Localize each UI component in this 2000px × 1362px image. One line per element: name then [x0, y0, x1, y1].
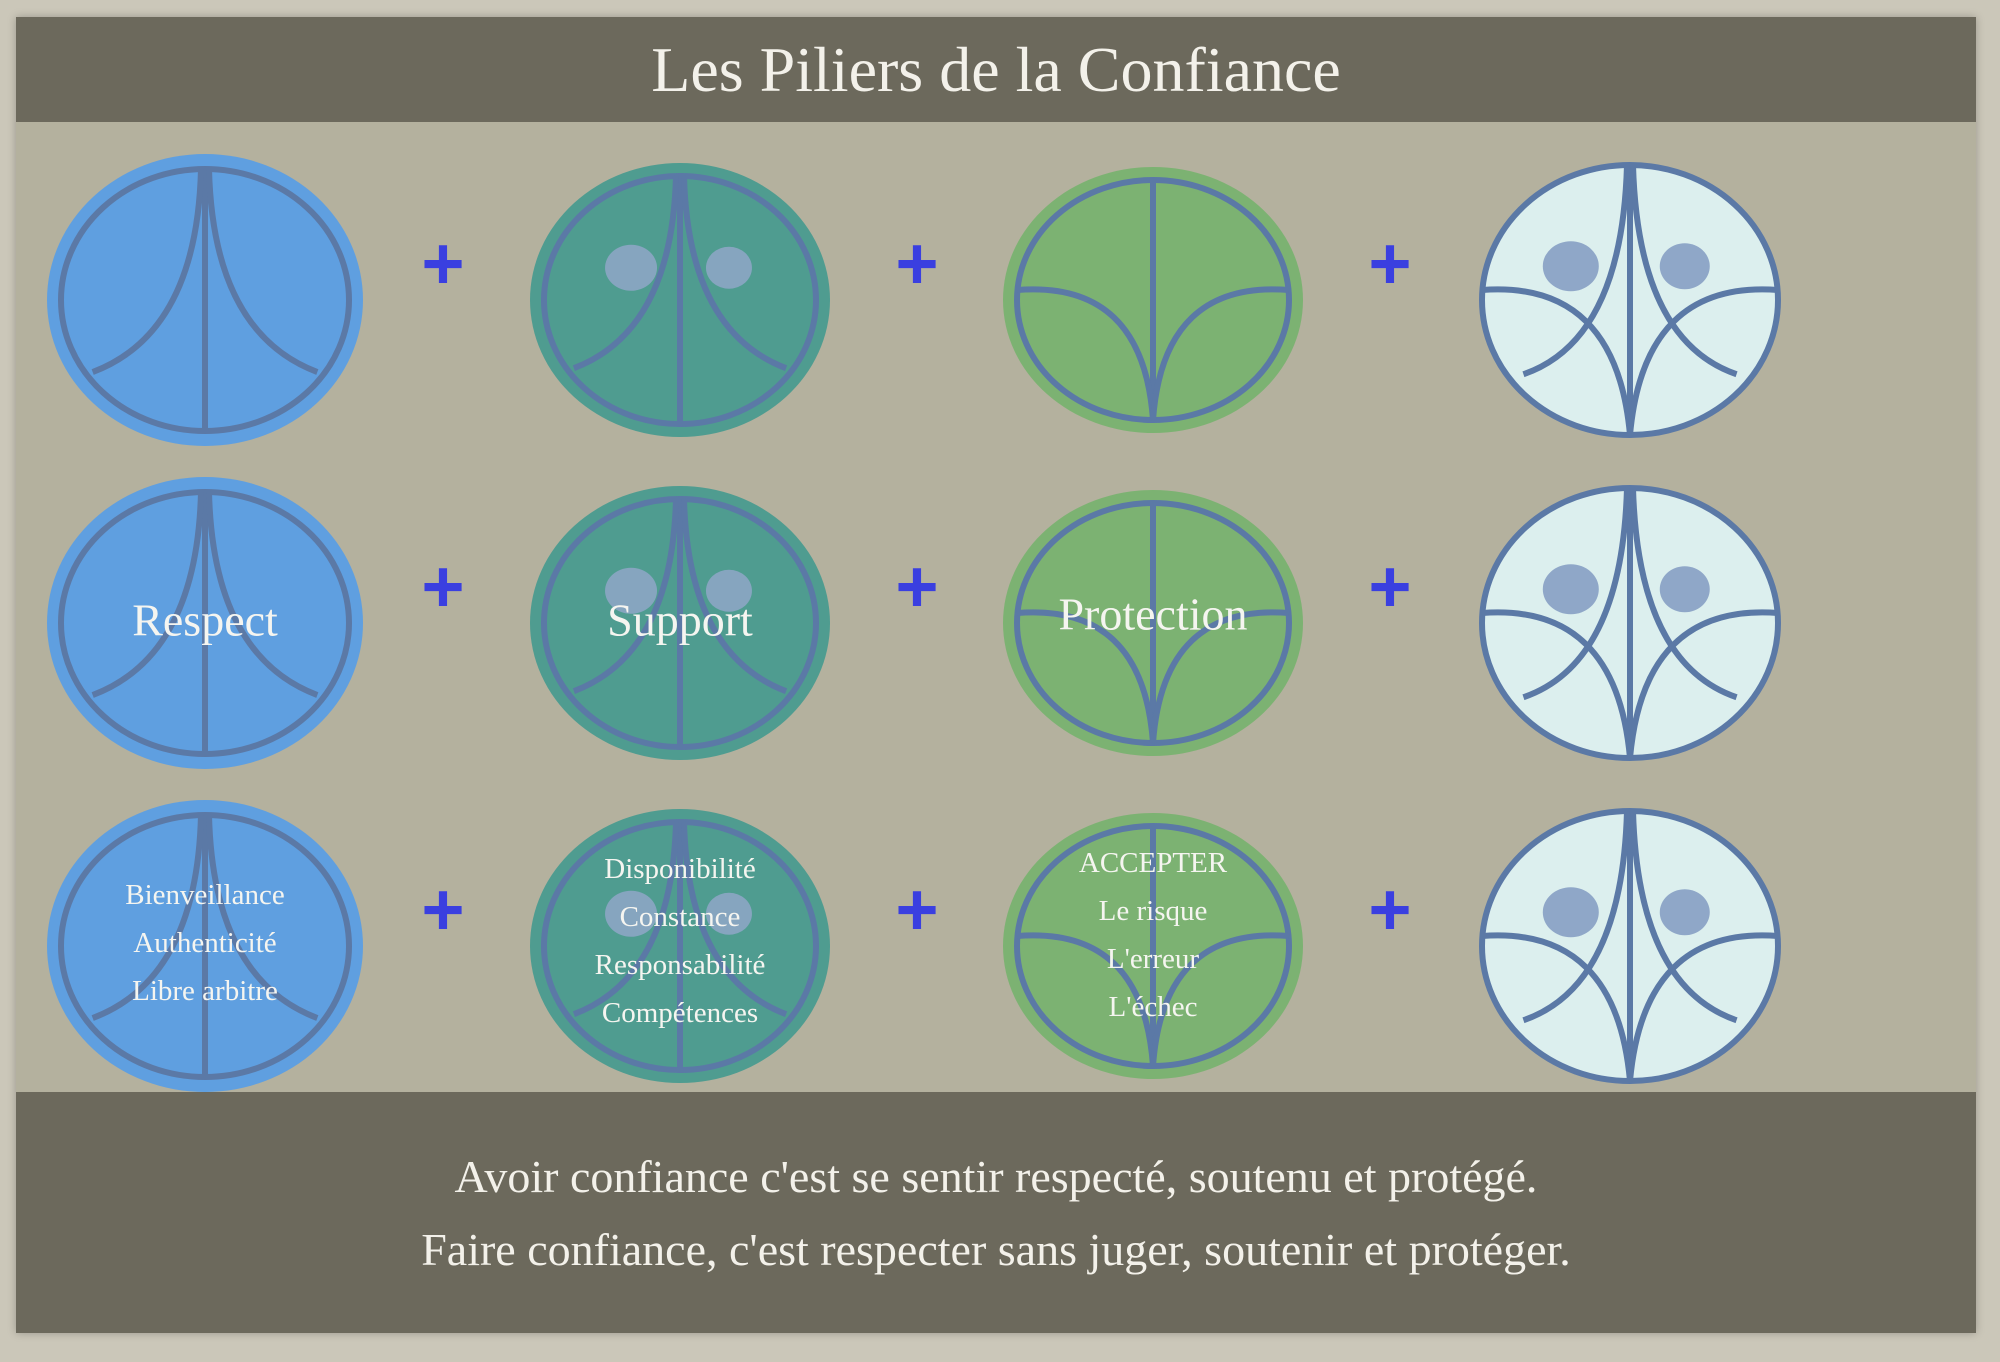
- list-item: Bienveillance: [125, 871, 284, 919]
- synthesis-emblem: [1480, 163, 1780, 437]
- pillars-diagram: [16, 17, 1976, 1092]
- plus-sign: +: [895, 550, 938, 624]
- label-respect: Respect: [132, 594, 278, 647]
- list-item: L'échec: [1109, 983, 1198, 1031]
- poster-card: Les Piliers de la Confiance Respect Supp…: [16, 17, 1976, 1333]
- support-emblem: [530, 163, 830, 437]
- list-item: Responsabilité: [595, 941, 766, 989]
- emblem-dot: [1660, 243, 1710, 289]
- plus-sign: +: [1368, 227, 1411, 301]
- footer-line-2: Faire confiance, c'est respecter sans ju…: [421, 1223, 1571, 1276]
- synthesis-emblem: [1480, 809, 1780, 1083]
- list-item: Libre arbitre: [132, 967, 278, 1015]
- emblem-dot: [1660, 566, 1710, 612]
- plus-sign: +: [421, 550, 464, 624]
- plus-sign: +: [1368, 550, 1411, 624]
- list-item: Authenticité: [133, 919, 276, 967]
- plus-sign: +: [421, 227, 464, 301]
- footer-bar: Avoir confiance c'est se sentir respecté…: [16, 1092, 1976, 1333]
- synthesis-emblem: [1480, 486, 1780, 760]
- plus-sign: +: [895, 227, 938, 301]
- plus-sign: +: [421, 873, 464, 947]
- emblem-dot: [1543, 564, 1599, 614]
- footer-line-1: Avoir confiance c'est se sentir respecté…: [455, 1150, 1538, 1203]
- protection-emblem: [1003, 167, 1303, 433]
- list-item: ACCEPTER: [1079, 839, 1227, 887]
- respect-emblem: [47, 154, 363, 446]
- label-protection: Protection: [1058, 588, 1247, 641]
- plus-sign: +: [895, 873, 938, 947]
- list-respect: Bienveillance Authenticité Libre arbitre: [125, 871, 284, 1015]
- emblem-dot: [1543, 887, 1599, 937]
- list-item: Compétences: [602, 989, 758, 1037]
- list-item: Le risque: [1099, 887, 1208, 935]
- list-item: L'erreur: [1107, 935, 1199, 983]
- emblem-dot: [706, 247, 752, 289]
- list-protection: ACCEPTER Le risque L'erreur L'échec: [1079, 839, 1227, 1031]
- plus-sign: +: [1368, 873, 1411, 947]
- emblem-dot: [605, 245, 657, 291]
- emblem-dot: [1543, 241, 1599, 291]
- list-item: Disponibilité: [604, 845, 755, 893]
- label-support: Support: [607, 594, 753, 647]
- list-item: Constance: [620, 893, 741, 941]
- list-support: Disponibilité Constance Responsabilité C…: [595, 845, 766, 1037]
- emblem-dot: [1660, 889, 1710, 935]
